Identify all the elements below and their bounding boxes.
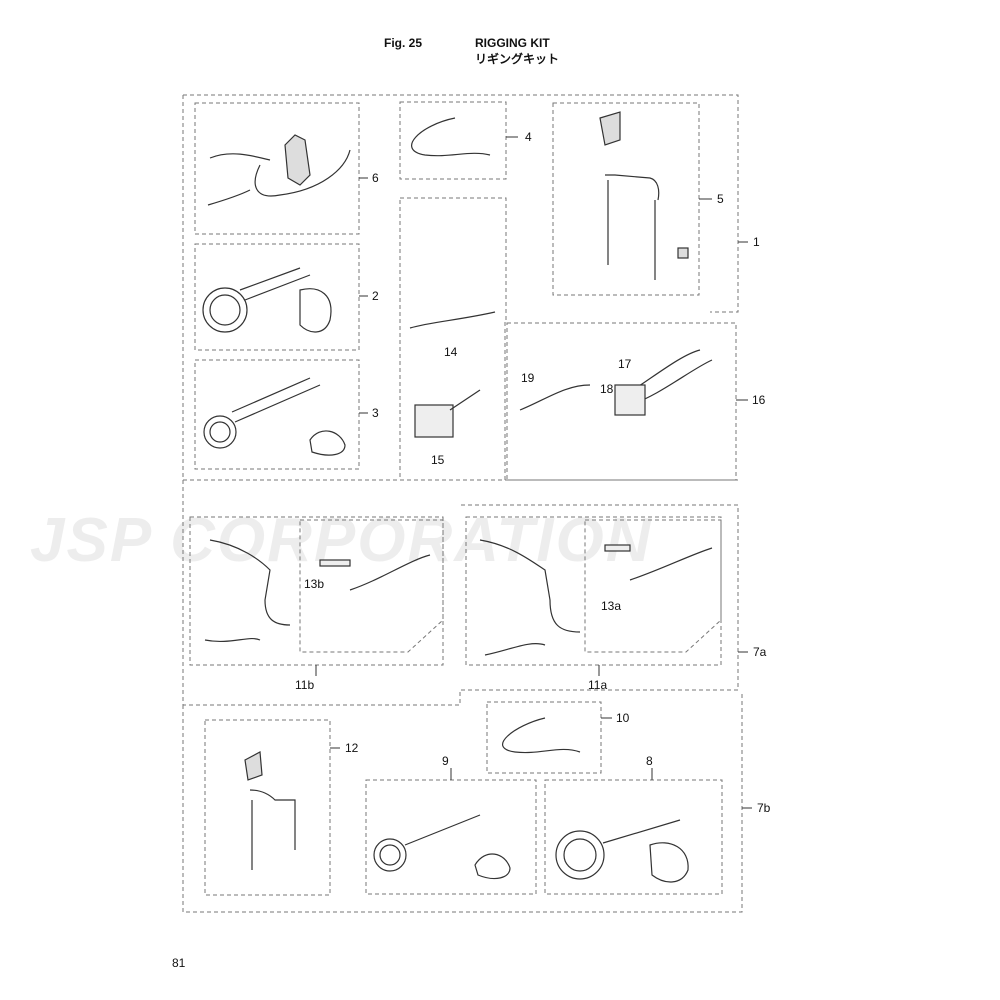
callout-1: 1	[753, 235, 760, 249]
box-11b	[189, 516, 444, 666]
group-box-1	[183, 94, 739, 313]
box-6	[194, 102, 360, 235]
box-2	[194, 243, 360, 351]
callout-10: 10	[616, 711, 630, 725]
dashed-group-boxes	[182, 94, 743, 913]
callout-18: 18	[600, 382, 614, 396]
box-13b	[299, 519, 444, 653]
callout-8: 8	[646, 754, 653, 768]
box-16	[506, 322, 737, 481]
box-5	[552, 102, 700, 296]
callout-11a: 11a	[588, 678, 608, 692]
callout-12: 12	[345, 741, 359, 755]
callout-17: 17	[618, 357, 632, 371]
group-box-7b	[182, 692, 743, 913]
callout-4: 4	[525, 130, 532, 144]
box-14-15	[399, 197, 507, 481]
box-11a	[465, 516, 722, 666]
callout-16: 16	[752, 393, 766, 407]
box-4	[399, 101, 507, 180]
box-13a	[584, 519, 722, 653]
callout-9: 9	[442, 754, 449, 768]
callout-5: 5	[717, 192, 724, 206]
leader-lines	[315, 136, 752, 809]
callout-13a: 13a	[601, 599, 622, 613]
diagram-title: RIGGING KIT	[475, 36, 550, 50]
callout-11b: 11b	[295, 678, 315, 692]
callout-15: 15	[431, 453, 445, 467]
box-8	[544, 779, 723, 895]
callout-19: 19	[521, 371, 535, 385]
parts-sketch	[202, 111, 713, 883]
callout-2: 2	[372, 289, 379, 303]
box-9	[365, 779, 537, 895]
box-12	[204, 719, 331, 896]
box-3	[194, 359, 360, 470]
page-number: 81	[172, 956, 186, 970]
box-10	[486, 701, 602, 774]
callout-3: 3	[372, 406, 379, 420]
figure-number: Fig. 25	[384, 36, 423, 50]
callout-14: 14	[444, 345, 458, 359]
callout-6: 6	[372, 171, 379, 185]
callout-7b: 7b	[757, 801, 771, 815]
diagram-title-japanese: リギングキット	[475, 52, 560, 66]
callout-13b: 13b	[304, 577, 325, 591]
callout-7a: 7a	[753, 645, 767, 659]
